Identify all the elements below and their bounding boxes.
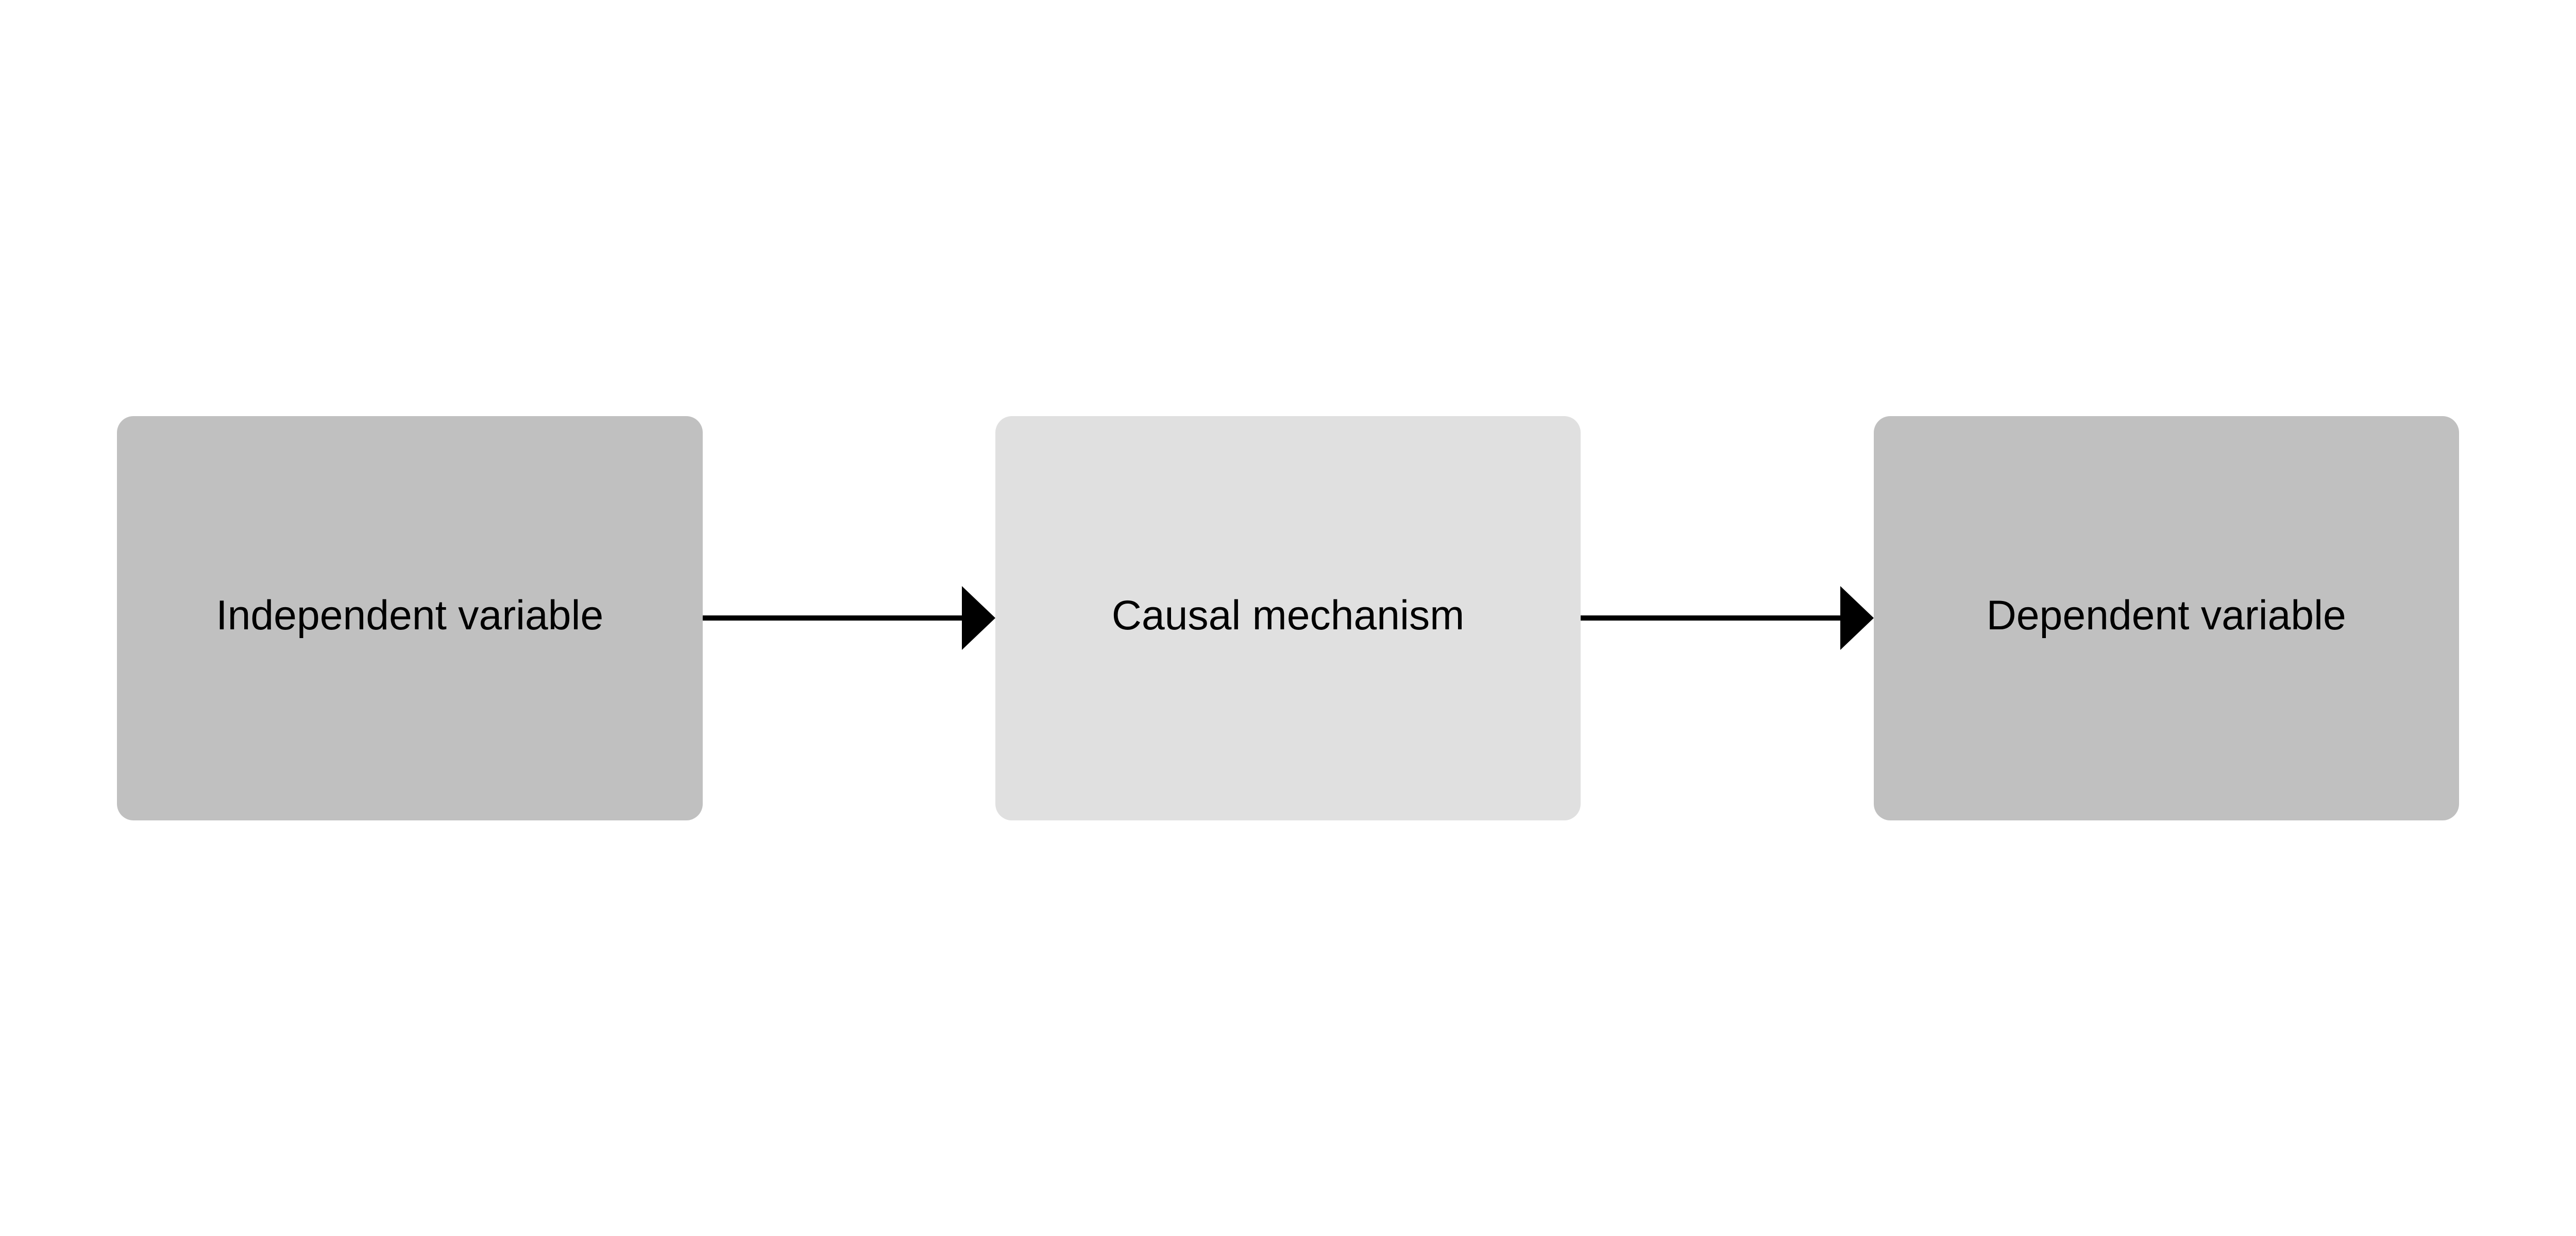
diagram-row: Independent variable Causal mechanism De…: [0, 416, 2576, 820]
arrow-independent-to-mechanism: [702, 416, 995, 820]
arrow-mechanism-to-dependent: [1581, 416, 1874, 820]
node-label: Causal mechanism: [1111, 592, 1465, 639]
node-label: Independent variable: [216, 592, 604, 639]
node-causal-mechanism: Causal mechanism: [995, 416, 1581, 820]
arrowhead-icon: [1840, 586, 1874, 650]
node-independent-variable: Independent variable: [117, 416, 703, 820]
arrow-shaft: [702, 615, 964, 621]
node-label: Dependent variable: [1986, 592, 2346, 639]
node-dependent-variable: Dependent variable: [1873, 416, 2459, 820]
arrow-shaft: [1581, 615, 1843, 621]
arrowhead-icon: [961, 586, 995, 650]
